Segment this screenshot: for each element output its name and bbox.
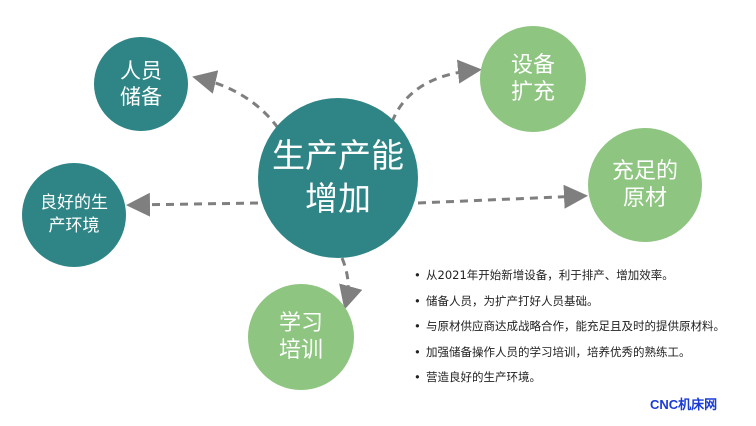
bullet-item: 与原材供应商达成战略合作，能充足且及时的提供原材料。 <box>414 317 744 337</box>
arrow-to-training <box>339 257 363 310</box>
node-equipment-expansion: 设备 扩充 <box>480 26 586 132</box>
center-node: 生产产能 增加 <box>258 98 418 258</box>
node-staff-reserve: 人员 储备 <box>94 37 188 131</box>
watermark-text: CNC机床网 <box>650 397 718 412</box>
node-raw-material: 充足的 原材 <box>588 128 702 242</box>
bullet-item: 加强储备操作人员的学习培训，培养优秀的熟练工。 <box>414 343 744 363</box>
bullet-list: 从2021年开始新增设备，利于排产、增加效率。 储备人员，为扩产打好人员基础。 … <box>414 266 744 394</box>
bullet-item: 储备人员，为扩产打好人员基础。 <box>414 292 744 312</box>
bullet-item: 从2021年开始新增设备，利于排产、增加效率。 <box>414 266 744 286</box>
arrow-to-material <box>417 184 588 209</box>
node-training: 学习 培训 <box>248 284 354 390</box>
arrow-to-staff <box>192 70 280 129</box>
bullet-item: 营造良好的生产环境。 <box>414 368 744 388</box>
arrow-to-environment <box>126 192 259 217</box>
node-production-environment: 良好的生 产环境 <box>22 163 126 267</box>
arrow-to-equipment <box>390 59 482 123</box>
